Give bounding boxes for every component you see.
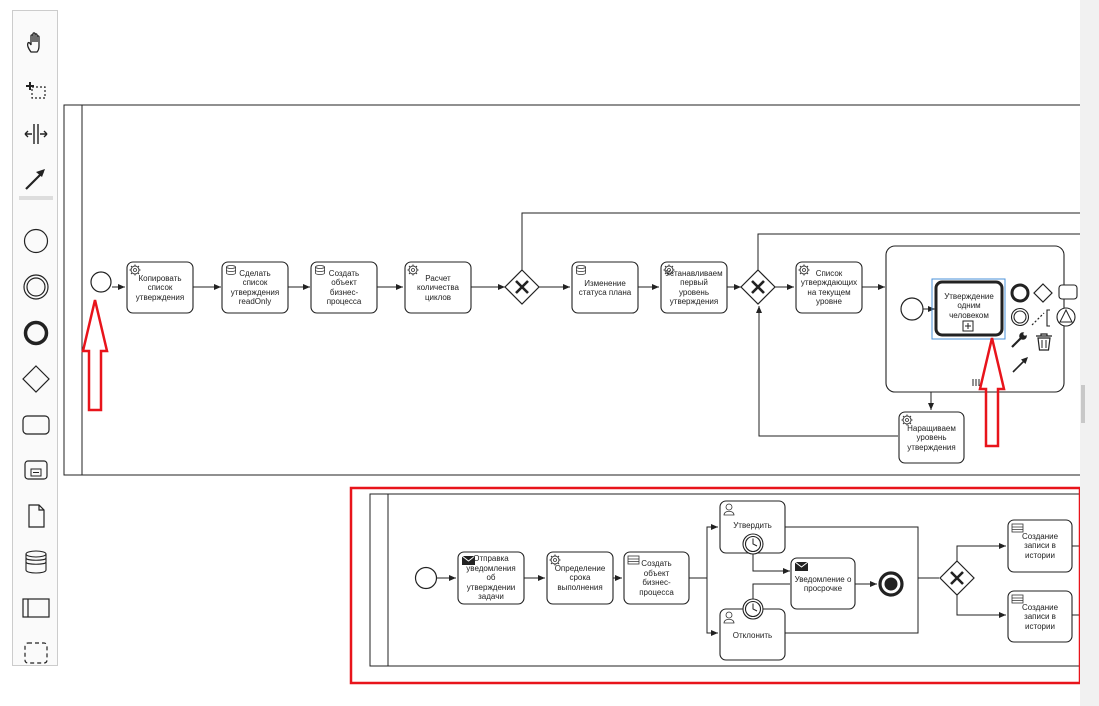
append-gateway-icon[interactable] (1033, 283, 1053, 303)
escalation-event-icon[interactable] (1056, 307, 1076, 327)
data-store-tool[interactable] (17, 544, 55, 580)
task-approvers-list-label: Список утверждающих на текущем уровне (800, 268, 858, 307)
task-history-1-label: Создание записи в истории (1021, 531, 1059, 560)
task-reject-label: Отклонить (732, 631, 773, 641)
intermediate-event-tool[interactable] (17, 269, 55, 305)
connect-tool[interactable] (17, 161, 55, 197)
secondary-sequence-flows (437, 524, 1006, 636)
task-overdue-notice-label: Уведомление о просрочке (794, 574, 852, 594)
hand-tool[interactable] (17, 25, 55, 61)
append-intermediate-event-icon[interactable] (1010, 307, 1030, 327)
task-change-status-label: Изменение статуса плана (578, 278, 632, 298)
gateway-3[interactable] (939, 560, 975, 596)
diamond-icon (22, 365, 50, 393)
circle-thick-icon (23, 320, 49, 346)
wrench-icon[interactable] (1011, 332, 1027, 348)
end-event-tool[interactable] (17, 315, 55, 351)
task-tool[interactable] (17, 407, 55, 443)
data-object-tool[interactable] (17, 498, 55, 534)
task-send-notification[interactable] (457, 551, 525, 605)
dashed-rect-icon (24, 642, 48, 664)
timer-event-reject[interactable] (742, 598, 764, 620)
gateway-1[interactable] (504, 269, 540, 305)
secondary-start-event[interactable] (414, 566, 438, 590)
append-end-event-icon[interactable] (1010, 283, 1030, 303)
task-set-first-level-label: Устанавливаем первый уровень утверждения (665, 268, 723, 307)
space-tool[interactable] (17, 116, 55, 152)
scrollbar-thumb[interactable] (1081, 385, 1085, 423)
task-set-first-level[interactable] (660, 261, 728, 314)
database-icon (25, 550, 47, 574)
task-history-2[interactable] (1007, 590, 1073, 643)
palette-separator (19, 196, 53, 200)
task-determine-deadline[interactable] (546, 551, 614, 605)
annotation-arrow-start (81, 299, 109, 412)
task-send-notification-label: Отправка уведомления об утверждении зада… (466, 555, 516, 601)
group-tool[interactable] (17, 635, 55, 671)
subprocess-tool[interactable] (17, 452, 55, 488)
arrow-icon (25, 169, 45, 190)
gateway-tool[interactable] (17, 361, 55, 397)
hand-icon (26, 32, 40, 53)
pool-icon (22, 598, 50, 618)
annotation-highlight-box (349, 486, 1080, 685)
task-copy-list-label: Копировать список утверждения (135, 273, 185, 302)
connector-dotted-icon[interactable] (1031, 312, 1045, 326)
task-create-object[interactable] (310, 261, 378, 314)
start-event-tool[interactable] (17, 223, 55, 259)
rounded-rect-icon (22, 415, 50, 435)
task-increase-level[interactable] (898, 411, 965, 464)
task-approvers-list[interactable] (795, 261, 863, 314)
task-change-status[interactable] (571, 261, 639, 314)
main-start-event[interactable] (90, 271, 112, 293)
task-calc-cycles[interactable] (404, 261, 472, 314)
task-create-object-2-label: Создать объект бизнес- процесса (639, 559, 674, 597)
lasso-tool[interactable] (17, 71, 55, 107)
annotation-arrow-task (978, 337, 1006, 448)
document-icon (28, 504, 45, 528)
end-event[interactable] (878, 571, 904, 597)
task-approve-label: Утвердить (733, 521, 772, 531)
subprocess-start-event[interactable] (900, 297, 924, 321)
task-make-readonly[interactable] (221, 261, 289, 314)
task-create-object-label: Создать объект бизнес- процесса (326, 268, 362, 307)
main-sequence-flows (112, 212, 1080, 437)
append-task-icon[interactable] (1058, 284, 1078, 300)
task-history-2-label: Создание записи в истории (1021, 602, 1059, 631)
context-pad (1010, 283, 1078, 373)
space-icon (24, 124, 48, 144)
vertical-scrollbar[interactable] (1080, 0, 1099, 706)
annotation-icon[interactable] (1046, 309, 1050, 327)
task-create-object-2[interactable] (623, 551, 690, 605)
task-overdue-notice[interactable] (790, 557, 856, 610)
circle-thin-icon (23, 228, 49, 254)
task-make-readonly-label: Сделать список утверждения readOnly (230, 268, 280, 307)
task-increase-level-label: Наращиваем уровень утверждения (907, 423, 956, 452)
trash-icon[interactable] (1036, 333, 1052, 351)
task-determine-deadline-label: Определение срока выполнения (554, 563, 606, 592)
lasso-icon (26, 82, 46, 99)
task-copy-list[interactable] (126, 261, 194, 314)
task-single-approval-label: Утверждение одним человеком (944, 291, 994, 320)
task-single-approval[interactable] (931, 278, 1006, 340)
task-calc-cycles-label: Расчет количества циклов (417, 273, 459, 302)
gateway-2[interactable] (740, 269, 776, 305)
connect-arrow-icon[interactable] (1012, 357, 1028, 373)
timer-event-approve[interactable] (742, 533, 764, 555)
pool-tool[interactable] (17, 590, 55, 626)
subprocess-icon (24, 460, 48, 480)
circle-double-icon (23, 274, 49, 300)
tool-palette (12, 10, 58, 666)
